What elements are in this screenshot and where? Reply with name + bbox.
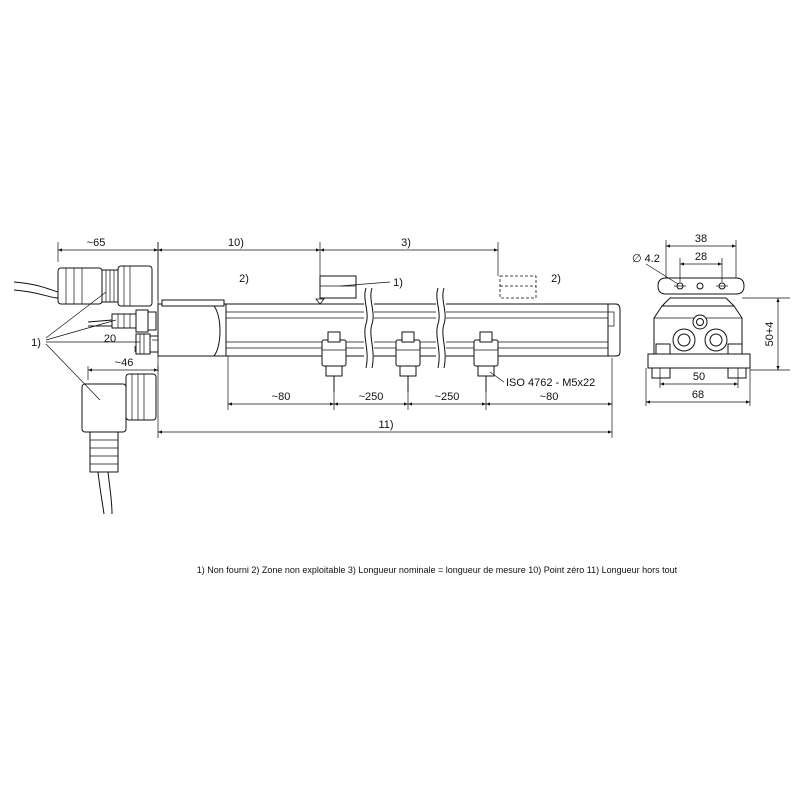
label-d10: 10) <box>228 237 244 249</box>
label-d20: 20 <box>104 333 116 345</box>
leader-1-top <box>339 281 391 287</box>
label-d1-top: 1) <box>393 277 403 289</box>
sensor-side-plugs <box>87 309 162 355</box>
straight-connector-cable <box>13 265 153 307</box>
label-d80-left: ~80 <box>272 391 291 403</box>
magnet-right-dashed <box>499 275 537 299</box>
leader-screw <box>489 371 505 383</box>
label-d250-a: ~250 <box>359 391 384 403</box>
sensor-profile <box>157 298 621 357</box>
label-d2-right: 2) <box>551 273 561 285</box>
label-d250-b: ~250 <box>435 391 460 403</box>
dim-50-4 <box>742 297 790 371</box>
dim-50-68 <box>645 368 751 406</box>
label-d38: 38 <box>695 233 707 245</box>
label-screw: ISO 4762 - M5x22 <box>506 377 595 389</box>
label-d68: 68 <box>692 389 704 401</box>
dim-38-28-phi <box>645 240 737 285</box>
label-d1-left: 1) <box>31 337 41 349</box>
legend-text: 1) Non fourni 2) Zone non exploitable 3)… <box>197 565 678 575</box>
dim-top <box>157 242 499 300</box>
magnet-left <box>319 275 357 299</box>
leader-lines-left <box>45 291 140 401</box>
end-view <box>647 297 751 379</box>
dim-bottom <box>157 356 613 438</box>
label-d46: ~46 <box>115 357 134 369</box>
label-phi: ∅ 4.2 <box>632 253 660 265</box>
label-d50: 50 <box>693 371 705 383</box>
label-d3: 3) <box>401 237 411 249</box>
label-d50-4: 50+4 <box>764 322 776 347</box>
label-d11: 11) <box>378 419 393 431</box>
label-d65: ~65 <box>87 237 106 249</box>
label-d2-left: 2) <box>239 273 249 285</box>
break-marks <box>364 287 446 369</box>
label-d28: 28 <box>695 251 707 263</box>
label-d80-right: ~80 <box>540 391 559 403</box>
angled-connector-cable <box>81 373 157 515</box>
clamp-top-view <box>657 277 745 295</box>
mounting-clamps <box>321 331 499 392</box>
